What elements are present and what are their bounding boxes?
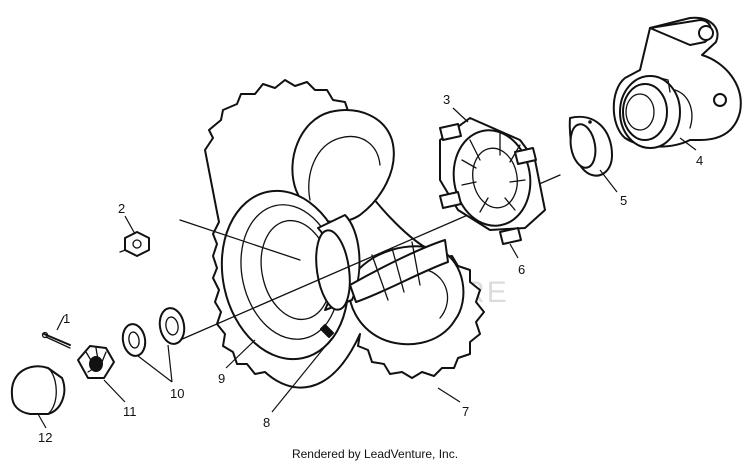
- callout-11: 11: [123, 404, 137, 419]
- leader-lines: [37, 107, 697, 429]
- callout-12: 12: [38, 430, 52, 445]
- brake-housing: [612, 16, 742, 149]
- hub-studs: [439, 123, 537, 245]
- callout-8: 8: [263, 415, 270, 430]
- hub-cap: [10, 365, 66, 415]
- cotter-pin: [41, 331, 71, 349]
- wheel-hub: [439, 117, 546, 245]
- callout-10: 10: [170, 386, 184, 401]
- callout-7: 7: [462, 404, 469, 419]
- washers: [121, 307, 186, 357]
- render-credit: Rendered by LeadVenture, Inc.: [291, 447, 459, 461]
- wheel-rim: [220, 189, 449, 361]
- callout-6: 6: [518, 262, 525, 277]
- callout-3: 3: [443, 92, 450, 107]
- stud-centerline: [179, 219, 301, 261]
- callout-2: 2: [118, 201, 125, 216]
- callout-5: 5: [620, 193, 627, 208]
- callout-9: 9: [218, 371, 225, 386]
- callout-labels: 1 2 3 4 5 6 7 8 9 10 11 12: [38, 92, 703, 445]
- castle-nut: [77, 345, 115, 379]
- callout-4: 4: [696, 153, 703, 168]
- seal-plate: [568, 115, 613, 177]
- valve-stem: [320, 324, 334, 338]
- callout-1: 1: [63, 311, 70, 326]
- lug-nut: [124, 231, 150, 257]
